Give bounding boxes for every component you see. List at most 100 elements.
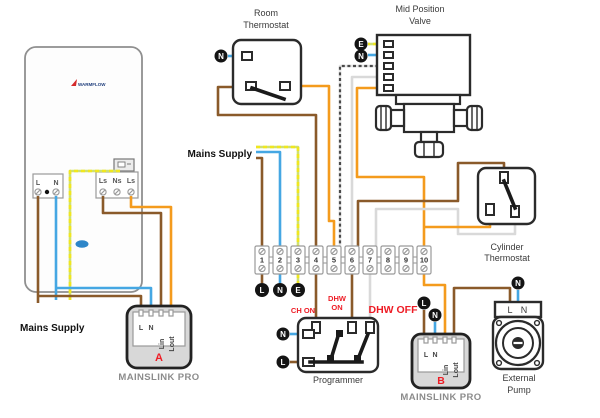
mainslink-a-label-n: N (148, 325, 153, 332)
wire-boiler-earth (68, 169, 120, 300)
badge-programmer-neutral-letter: N (280, 330, 286, 339)
badge-valve-neutral: N (354, 49, 368, 63)
wire-valve-white (350, 75, 384, 246)
boiler-terminal-ns-label: Ns (113, 178, 122, 185)
cylinder-thermostat: Cylinder Thermostat (476, 166, 537, 263)
boiler: WARMFLOW L N Ls Ns Ls (24, 46, 143, 293)
mainslink-a-screw-lin (158, 309, 164, 317)
pump-bolt-tr (533, 319, 541, 327)
programmer: N L Programmer (276, 316, 380, 385)
mid-position-valve: Mid Position Valve E N (354, 4, 484, 159)
valve-terminal-orange (383, 84, 394, 92)
programmer-label: Programmer (313, 375, 363, 385)
mains-supply-mid-label: Mains Supply (188, 149, 253, 160)
wire-boiler-earth-dash (68, 169, 120, 300)
mainslink-b-screw-lout (451, 336, 457, 344)
boiler-terminal-ls1-label: Ls (99, 178, 107, 185)
mainslink-a-unit-letter: A (155, 352, 163, 364)
terminal-1: 1 (255, 246, 269, 274)
mainslink-a-label-l: L (139, 325, 144, 332)
terminal-7-number: 7 (368, 256, 372, 265)
badge-pump-neutral: N (511, 276, 525, 290)
room-thermostat-terminal-n (241, 51, 253, 61)
badge-mainslink-b-live: L (417, 296, 431, 310)
programmer-terminal-dhw-off (365, 321, 375, 334)
cylstat-switch-lever (501, 178, 518, 211)
mainslink-a-title: MAINSLINK PRO (118, 372, 199, 383)
mainslink-b-label-lin: Lin (443, 365, 450, 376)
mainslink-a-screw-lout (168, 309, 174, 317)
badge-roomstat-neutral-letter: N (218, 52, 224, 61)
badge-strip-earth: E (291, 283, 305, 297)
badge-programmer-neutral: N (276, 327, 290, 341)
mainslink-b-label-n: N (432, 352, 437, 359)
valve-terminal-grey (383, 62, 394, 70)
room-thermostat-label-2: Thermostat (243, 20, 289, 30)
badge-mainslink-b-neutral-letter: N (432, 311, 438, 320)
boiler-earth-dot (44, 189, 50, 195)
boiler-terminal-ls2-label: Ls (127, 178, 135, 185)
pump-label-1: External (502, 373, 535, 383)
boiler-brand-logo: WARMFLOW (71, 79, 106, 87)
mainslink-a-label-lin: Lin (159, 339, 166, 350)
terminal-6-number: 6 (350, 256, 354, 265)
wire-mainslink-a-neutral (56, 286, 153, 312)
programmer-hw-switch-lever (355, 331, 371, 362)
valve-nut-bottom (413, 140, 445, 159)
terminal-8-number: 8 (386, 256, 390, 265)
programmer-hw-switch-pivot (354, 355, 361, 362)
terminal-10: 10 (417, 246, 431, 274)
badge-valve-neutral-letter: N (358, 52, 364, 61)
terminal-9: 9 (399, 246, 413, 274)
annotation-on: ON (331, 303, 342, 312)
mainslink-a-label-lout: Lout (169, 336, 176, 352)
valve-terminal-neutral (383, 51, 394, 59)
terminal-1-number: 1 (260, 256, 264, 265)
pump-bolt-bl (495, 359, 503, 367)
wire-cylstat-satisfied (374, 207, 517, 246)
badge-programmer-live-letter: L (281, 358, 286, 367)
annotation-ch-on: CH ON (291, 306, 315, 315)
boiler-logo-text: WARMFLOW (78, 82, 106, 87)
valve-label-2: Valve (409, 16, 431, 26)
wire-mainslink-b-to-pump (452, 286, 512, 339)
pump-terminal-l-label: L (507, 305, 512, 315)
mainslink-pro-b: L N Lin Lout B MAINSLINK PRO L N (400, 296, 481, 403)
pump-bolt-br (533, 359, 541, 367)
programmer-ch-switch-lever (328, 330, 342, 362)
terminal-8: 8 (381, 246, 395, 274)
badge-mainslink-b-live-letter: L (422, 299, 427, 308)
boiler-logo-flame-icon (71, 79, 77, 86)
wire-t10-to-mainslink-b (422, 274, 447, 340)
boiler-terminal-n-label: N (53, 180, 58, 187)
boiler-body (24, 46, 143, 293)
room-thermostat: Room Thermostat N (214, 8, 303, 106)
wire-valve-grey (338, 64, 384, 246)
wire-roomstat-common (216, 85, 318, 246)
boiler-link-connector-detail (117, 161, 126, 168)
valve-terminal-white (383, 73, 394, 81)
room-thermostat-terminal-demand (279, 81, 291, 91)
pump-terminal-n-label: N (521, 305, 528, 315)
wire-mains-mid-earth (256, 145, 300, 246)
pump-label-2: Pump (507, 385, 531, 395)
pump-bolt-tl (495, 319, 503, 327)
valve-body (374, 93, 484, 159)
wire-boiler-switched-live-in (101, 196, 163, 312)
badge-pump-neutral-letter: N (515, 279, 521, 288)
mainslink-a-screw-n (148, 309, 154, 317)
boiler-terminal-block-mains: L N (32, 173, 64, 199)
badge-strip-earth-letter: E (295, 286, 301, 295)
terminal-4-number: 4 (314, 256, 319, 265)
cylinder-label-1: Cylinder (490, 242, 523, 252)
terminal-10-number: 10 (420, 256, 428, 265)
badge-valve-earth: E (354, 37, 368, 51)
wire-roomstat-demand (290, 84, 336, 246)
terminal-3-number: 3 (296, 256, 300, 265)
terminal-strip: 1 2 3 4 5 6 7 8 9 10 L N E (255, 246, 431, 297)
terminal-4: 4 (309, 246, 323, 274)
boiler-button (75, 240, 89, 248)
badge-programmer-live: L (276, 355, 290, 369)
